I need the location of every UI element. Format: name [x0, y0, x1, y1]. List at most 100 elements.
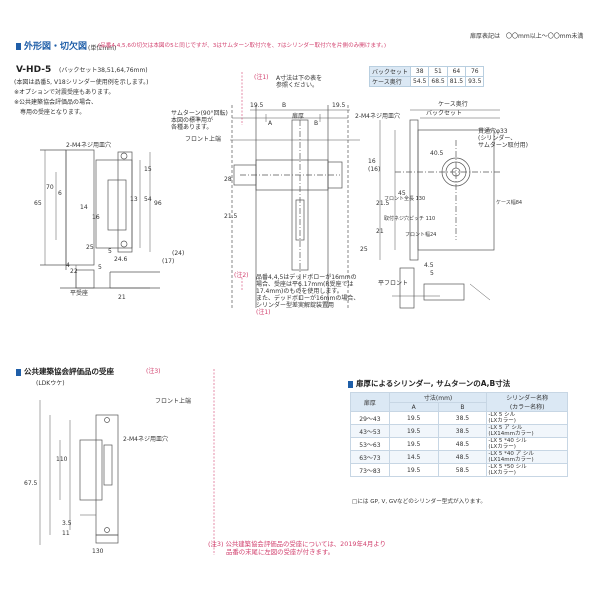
col-name-line2: (カラー名称): [509, 404, 545, 411]
top-note: (品番4,4,5,6の切欠は本図の5と同じですが、3はサムターン取付穴を、7はシ…: [98, 43, 387, 49]
backset-table: バックセット 38 51 64 76 ケース奥行 54.5 68.5 81.5 …: [368, 66, 485, 87]
dim-label: 5: [108, 248, 112, 255]
section-unit: (単位mm): [88, 45, 117, 52]
cylinder-name: -LX 5 *40 ア シル: [488, 451, 534, 457]
note2-text: 品番4,4,5はデッドボローが16mmの: [256, 274, 357, 281]
dim-label: 3.5: [62, 520, 72, 527]
dim-label: 19.5: [332, 102, 346, 109]
dim-label: 28: [224, 176, 232, 183]
dim-label: B: [282, 102, 287, 109]
table-row: 53〜63 19.5 48.5 -LX 5 *40 シル(LXカラー): [350, 437, 568, 451]
label-cylinder-hole: 貫通穴φ33: [478, 128, 508, 135]
label-flat-receiver: 平受座: [70, 290, 89, 297]
col-name-line1: シリンダー名称: [506, 395, 549, 402]
thickness-cell: 53〜63: [350, 437, 390, 451]
a-cell: 19.5: [388, 437, 439, 451]
dim-label: (24): [172, 250, 185, 257]
note2-text: (注1): [256, 309, 271, 316]
dim-label: 54: [144, 196, 152, 203]
ldk-receiver-outline: [95, 414, 119, 536]
cylinder-table-title: 扉厚によるシリンダー, サムターンのA,B寸法: [356, 379, 511, 388]
dim-label: 21.5: [376, 200, 390, 207]
model-note-4: 専用の受座となります。: [20, 109, 86, 116]
dim-label: フロント幅24: [405, 232, 437, 238]
name-cell: -LX 5 *50 シル(LXカラー): [486, 463, 568, 477]
receiver-section-title: 公共建築協会評価品の受座: [24, 367, 114, 376]
dim-label: 取付ネジ穴ピッチ 110: [384, 216, 436, 222]
dim-label: (17): [162, 258, 175, 265]
b-cell: 38.5: [437, 411, 488, 425]
dim-label: 14: [80, 204, 88, 211]
dim-label: 6: [58, 190, 62, 197]
strike-front-outline: [117, 151, 133, 253]
dim-label: 25: [86, 244, 94, 251]
dim-label: 25: [360, 246, 368, 253]
cylinder-table: 扉厚 寸法(mm) シリンダー名称 (カラー名称) A B 29〜43 19.5…: [350, 392, 568, 477]
cylinder-color: (LXカラー): [488, 444, 516, 450]
cylinder-color: (LX14mmカラー): [488, 457, 534, 463]
model-note-2: ※オプションで対震受座もあります。: [14, 89, 115, 96]
dim-label: 21: [118, 294, 126, 301]
label-thumbturn-note-2: 各種あります。: [171, 124, 213, 131]
case-depth-value: 93.5: [465, 76, 485, 87]
dim-label: 5: [98, 264, 102, 271]
door-thickness-note: 扉厚表記は 〇〇mm以上〜〇〇mm未満: [470, 33, 584, 40]
table-row: 29〜43 19.5 38.5 -LX 5 シル(LXカラー): [350, 411, 568, 425]
dim-label: (16): [368, 166, 381, 173]
dim-label: 19.5: [250, 102, 264, 109]
dim-label: 21.5: [224, 213, 238, 220]
dim-label: 22: [70, 268, 78, 275]
note1-mark: (注1): [254, 74, 269, 81]
b-cell: 58.5: [437, 463, 488, 477]
cylinder-table-footnote: □には GP, V, GVなどのシリンダー型式が入ります。: [352, 499, 486, 505]
dim-label: 4.5: [424, 262, 434, 269]
front-plate-outline: [409, 119, 419, 261]
dim-label: フロント全長 130: [384, 196, 426, 202]
section-bar: [16, 43, 21, 50]
note1-text-2: 参照ください。: [276, 82, 319, 89]
name-cell: -LX 5 ア シル(LX14mmカラー): [486, 424, 568, 438]
note2-text: 17.4mm)のものを使用します。: [256, 288, 343, 295]
cylinder-name: -LX 5 *50 シル: [488, 464, 527, 470]
table-row: 63〜73 14.5 48.5 -LX 5 *40 ア シル(LX14mmカラー…: [350, 450, 568, 464]
dim-label: 65: [34, 200, 42, 207]
dim-label: 21: [376, 228, 384, 235]
dim-label: 11: [62, 530, 70, 537]
b-cell: 48.5: [437, 450, 488, 464]
receiver-note-mark: (注3): [146, 368, 161, 375]
dim-label: 40.5: [430, 150, 444, 157]
dim-label: 130: [92, 548, 104, 555]
col-b: B: [437, 402, 488, 412]
a-cell: 19.5: [388, 424, 439, 438]
note3-text: (注3) 公共建築協会評価品の受座については、2019年4月より: [208, 540, 386, 548]
cylinder-name: -LX 5 ア シル: [488, 425, 523, 431]
dim-label: 67.5: [24, 480, 38, 487]
dim-label: ケース幅84: [496, 200, 523, 206]
model-note-1: (本図は品番5, V18シリンダー使用例を示します。): [14, 79, 149, 86]
label-thumbturn: サムターン(90°回転): [171, 110, 228, 117]
name-cell: -LX 5 *40 ア シル(LX14mmカラー): [486, 450, 568, 464]
cylinder-color: (LX14mmカラー): [488, 431, 534, 437]
note2-text: 場合、受座は平6.17mm(R受座では: [256, 281, 354, 288]
name-cell: -LX 5 シル(LXカラー): [486, 411, 568, 425]
cylinder-name: -LX 5 シル: [488, 412, 516, 418]
dim-label: 5: [430, 270, 434, 277]
label-screw-hole-left: 2-M4ネジ用皿穴: [66, 142, 111, 149]
b-cell: 38.5: [437, 424, 488, 438]
thickness-cell: 43〜53: [350, 424, 390, 438]
thickness-cell: 63〜73: [350, 450, 390, 464]
dim-label: A: [268, 120, 273, 127]
table-row: 43〜53 19.5 38.5 -LX 5 ア シル(LX14mmカラー): [350, 424, 568, 438]
col-thickness: 扉厚: [350, 392, 390, 412]
dim-label: 45: [398, 190, 406, 197]
a-cell: 19.5: [388, 463, 439, 477]
label-case-depth: ケース奥行: [438, 101, 468, 108]
section-title: 外形図・切欠図: [24, 42, 88, 52]
note2-text: シリンダー型差実解錠装置用: [256, 302, 335, 309]
note1-text-1: A寸法は下の表を: [276, 75, 323, 82]
receiver-screw-hole: 2-M4ネジ用皿穴: [123, 436, 168, 443]
note2-mark: (注2): [234, 272, 249, 279]
receiver-front-upper-edge: フロント上端: [155, 398, 192, 405]
cylinder-color: (LXカラー): [488, 418, 516, 424]
cylinder-color: (LXカラー): [488, 470, 516, 476]
